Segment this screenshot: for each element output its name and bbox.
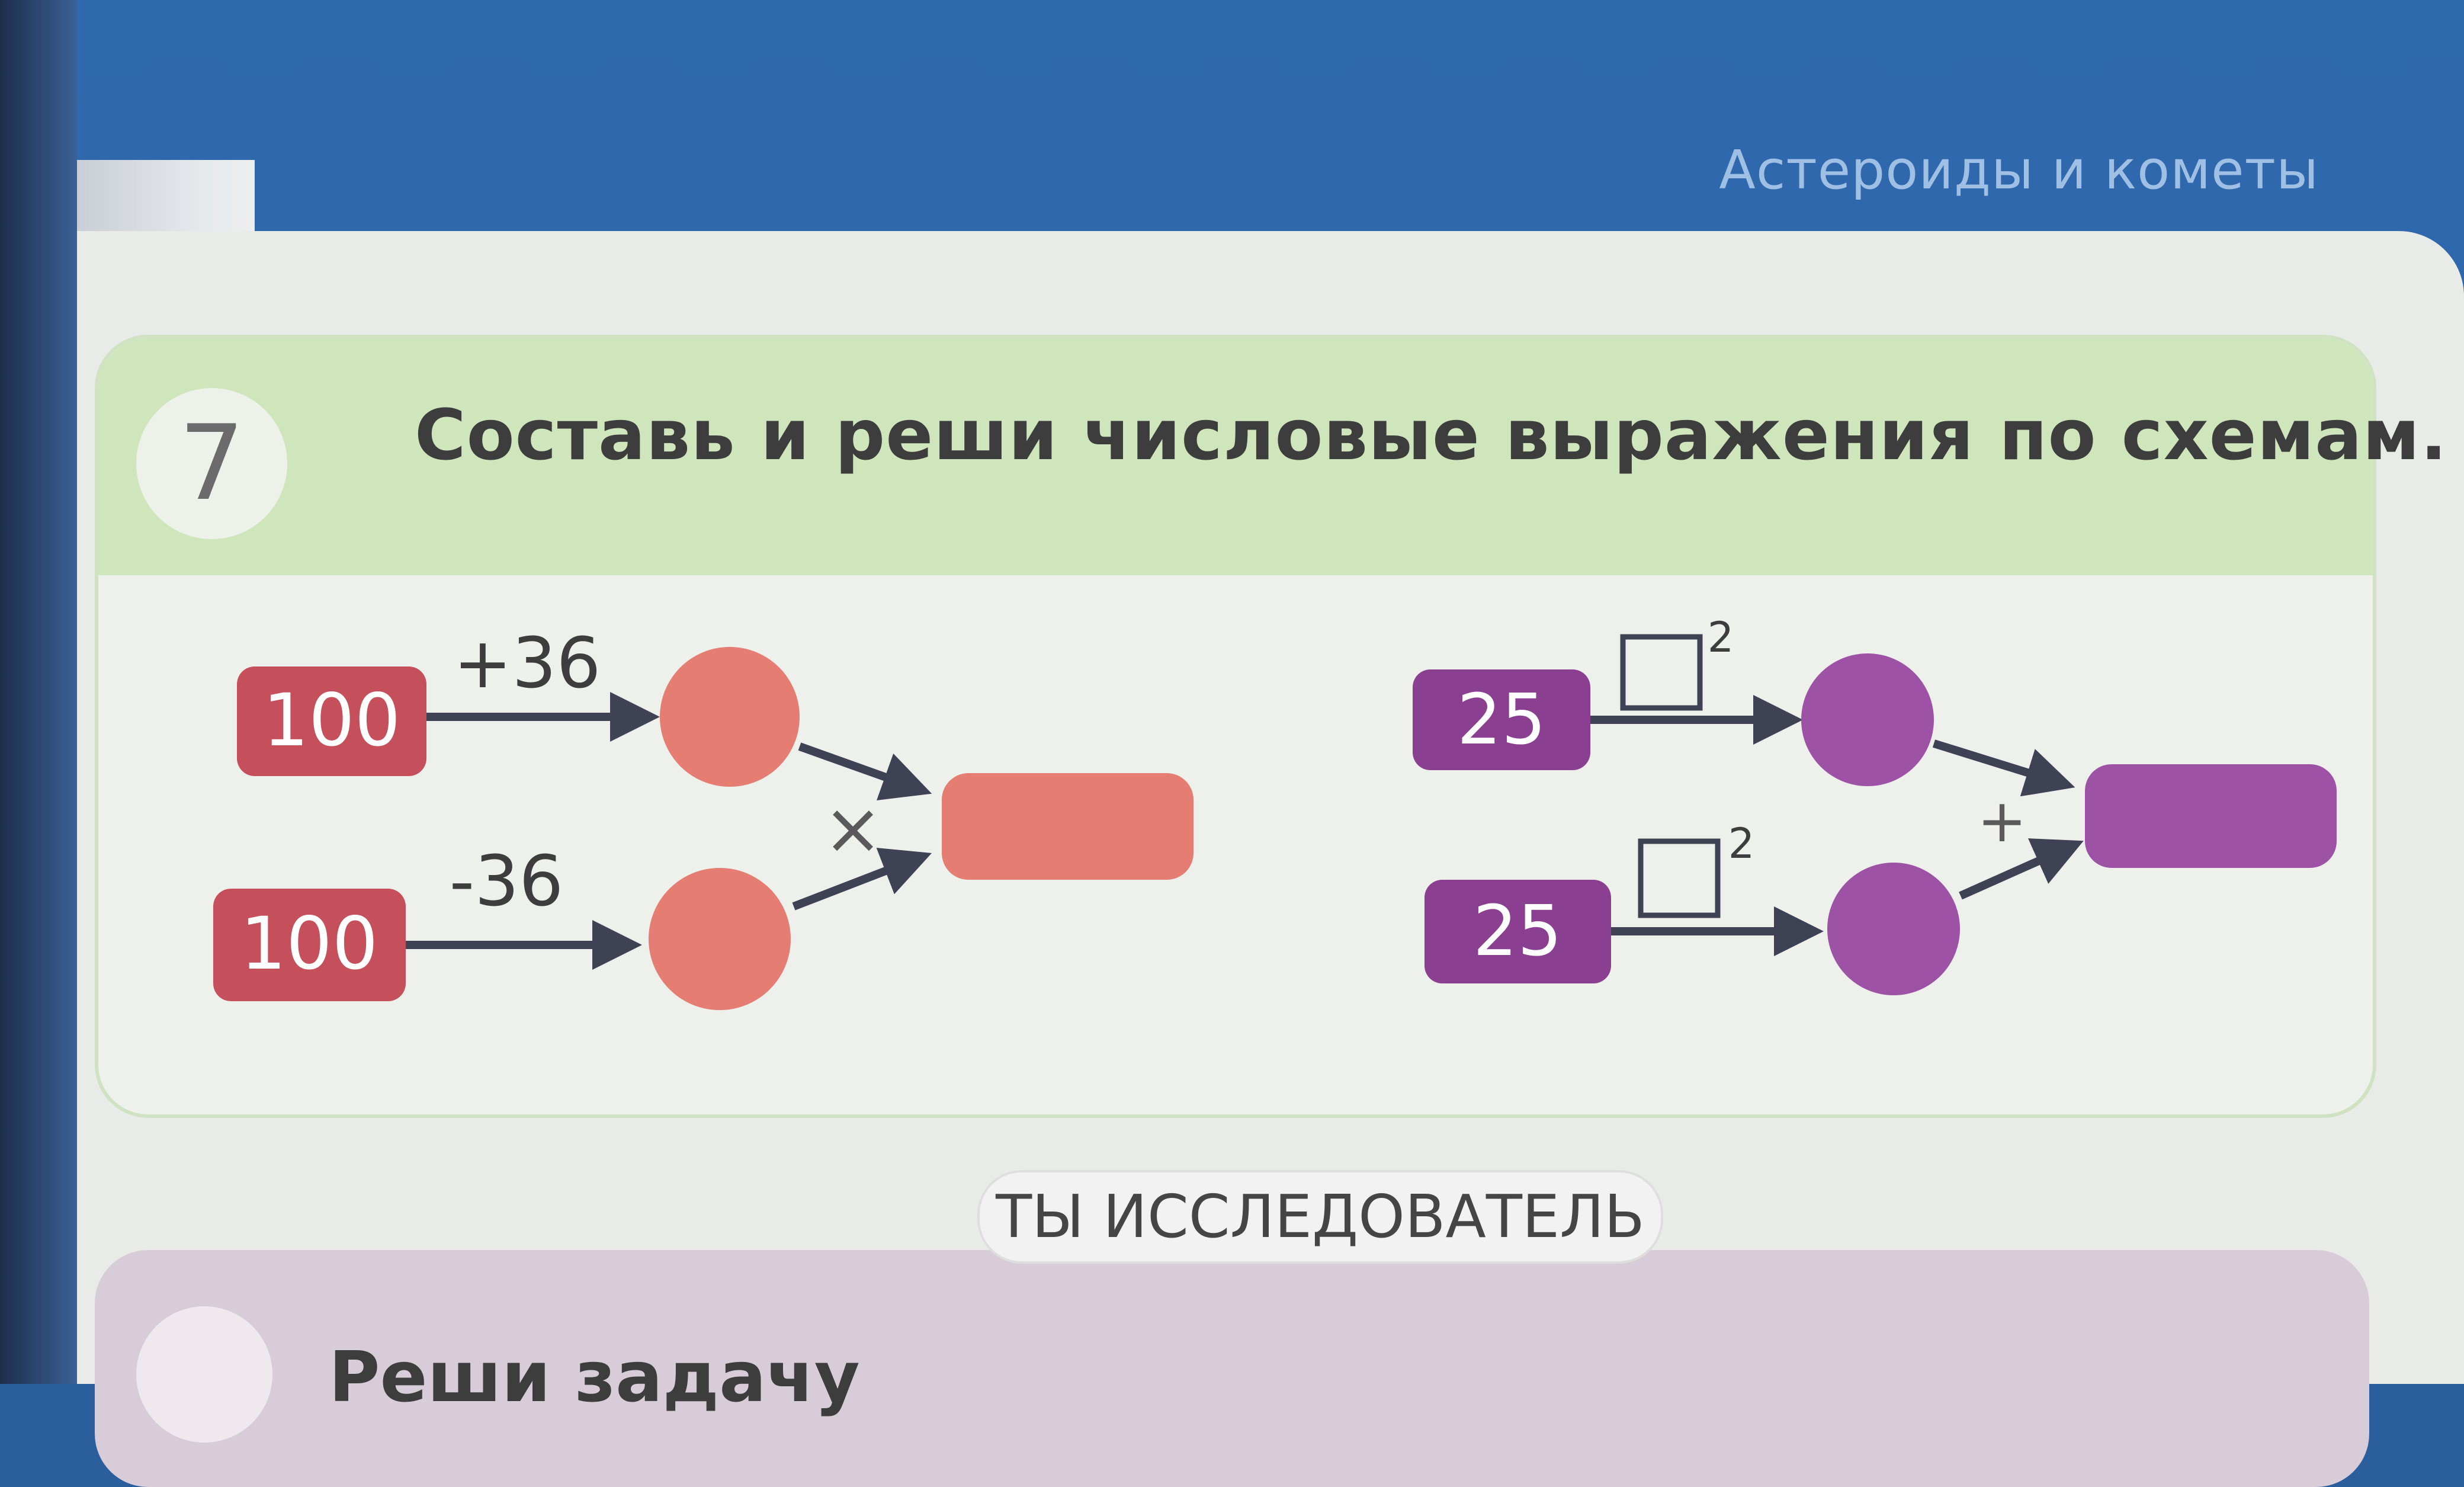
chapter-title: Астероиды и кометы — [1719, 139, 2319, 201]
exercise-number: 7 — [136, 388, 287, 539]
exercise-card — [95, 335, 2376, 1118]
section-tag: ТЫ ИССЛЕДОВАТЕЛЬ — [977, 1170, 1663, 1264]
exercise-header-band — [98, 338, 2373, 575]
next-exercise-number-circle — [136, 1306, 272, 1443]
next-exercise-instruction: Реши задачу — [329, 1336, 860, 1418]
exercise-instruction: Составь и реши числовые выражения по схе… — [415, 394, 2448, 476]
